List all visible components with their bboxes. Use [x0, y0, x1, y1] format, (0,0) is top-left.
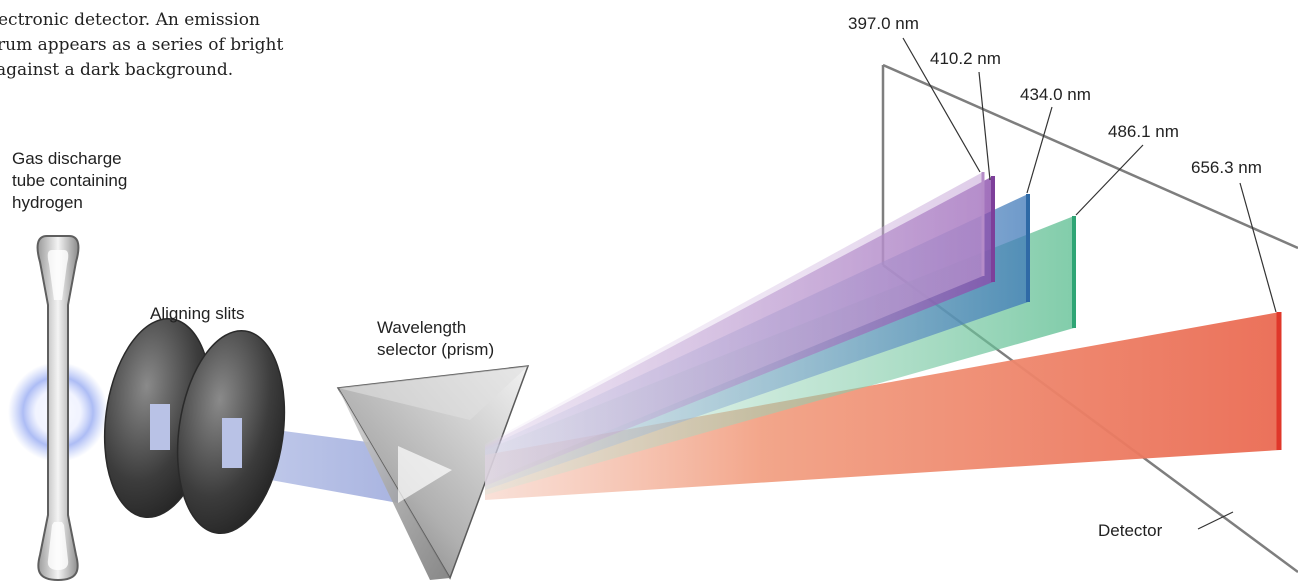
leader-434	[1026, 106, 1053, 194]
gas-discharge-tube	[8, 235, 108, 582]
label-prism-line-2: selector (prism)	[377, 340, 495, 359]
caption-line-3: against a dark background.	[0, 60, 234, 80]
label-wavelength-397: 397.0 nm	[848, 14, 919, 33]
slit-1	[150, 404, 170, 450]
label-gas-tube-line-2: tube containing	[12, 171, 128, 190]
spectral-beams	[485, 172, 1280, 500]
caption-line-1: ectronic detector. An emission	[0, 10, 260, 30]
leader-486	[1075, 144, 1144, 216]
leader-410	[978, 71, 991, 181]
label-prism: Wavelength selector (prism)	[377, 317, 494, 361]
label-gas-tube: Gas discharge tube containing hydrogen	[12, 148, 127, 214]
leader-detector	[1197, 511, 1234, 530]
label-gas-tube-line-3: hydrogen	[12, 193, 83, 212]
label-wavelength-486: 486.1 nm	[1108, 122, 1179, 141]
label-aligning-slits: Aligning slits	[150, 304, 245, 323]
caption-text: ectronic detector. An emission rum appea…	[0, 8, 340, 83]
slit-2	[222, 418, 242, 468]
leader-397	[902, 37, 981, 173]
beam-397	[485, 172, 983, 482]
caption-line-2: rum appears as a series of bright	[0, 35, 284, 55]
label-wavelength-410: 410.2 nm	[930, 49, 1001, 68]
label-wavelength-656: 656.3 nm	[1191, 158, 1262, 177]
prism	[336, 365, 530, 580]
spectral-lines	[981, 172, 1282, 450]
leader-lines	[902, 37, 1277, 530]
tube-body	[36, 235, 80, 582]
beam-656	[485, 312, 1280, 500]
aligning-slits	[103, 317, 286, 535]
leader-656	[1239, 182, 1277, 313]
label-detector: Detector	[1098, 521, 1163, 540]
label-wavelength-434: 434.0 nm	[1020, 85, 1091, 104]
label-gas-tube-line-1: Gas discharge	[12, 149, 122, 168]
label-prism-line-1: Wavelength	[377, 318, 467, 337]
